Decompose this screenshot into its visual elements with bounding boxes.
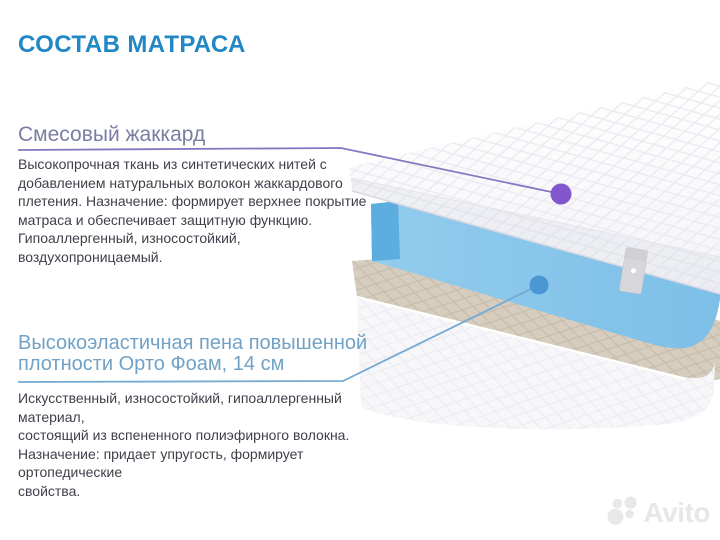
section-body-foam: Искусственный, износостойкий, гипоаллерг… — [18, 390, 350, 499]
section-body-jacquard: Высокопрочная ткань из синтетических нит… — [18, 156, 367, 265]
avito-logo-icon — [607, 496, 637, 525]
callout-jacquard — [17, 147, 572, 205]
page-title: СОСТАВ МАТРАСА — [18, 31, 246, 58]
callout-foam — [17, 275, 549, 383]
fabric-tag — [619, 247, 648, 295]
section-heading-foam: Высокоэластичная пена повышенной плотнос… — [18, 332, 368, 375]
callout-dot-foam — [529, 275, 549, 295]
foam-layer — [371, 194, 720, 349]
callout-dot-jacquard — [550, 183, 572, 205]
avito-watermark-text: Avito — [643, 497, 711, 528]
section-heading-jacquard: Смесовый жаккард — [18, 123, 206, 146]
callout-line-foam — [17, 284, 540, 383]
callout-line-jacquard — [17, 147, 562, 195]
avito-watermark: Avito — [607, 496, 711, 530]
